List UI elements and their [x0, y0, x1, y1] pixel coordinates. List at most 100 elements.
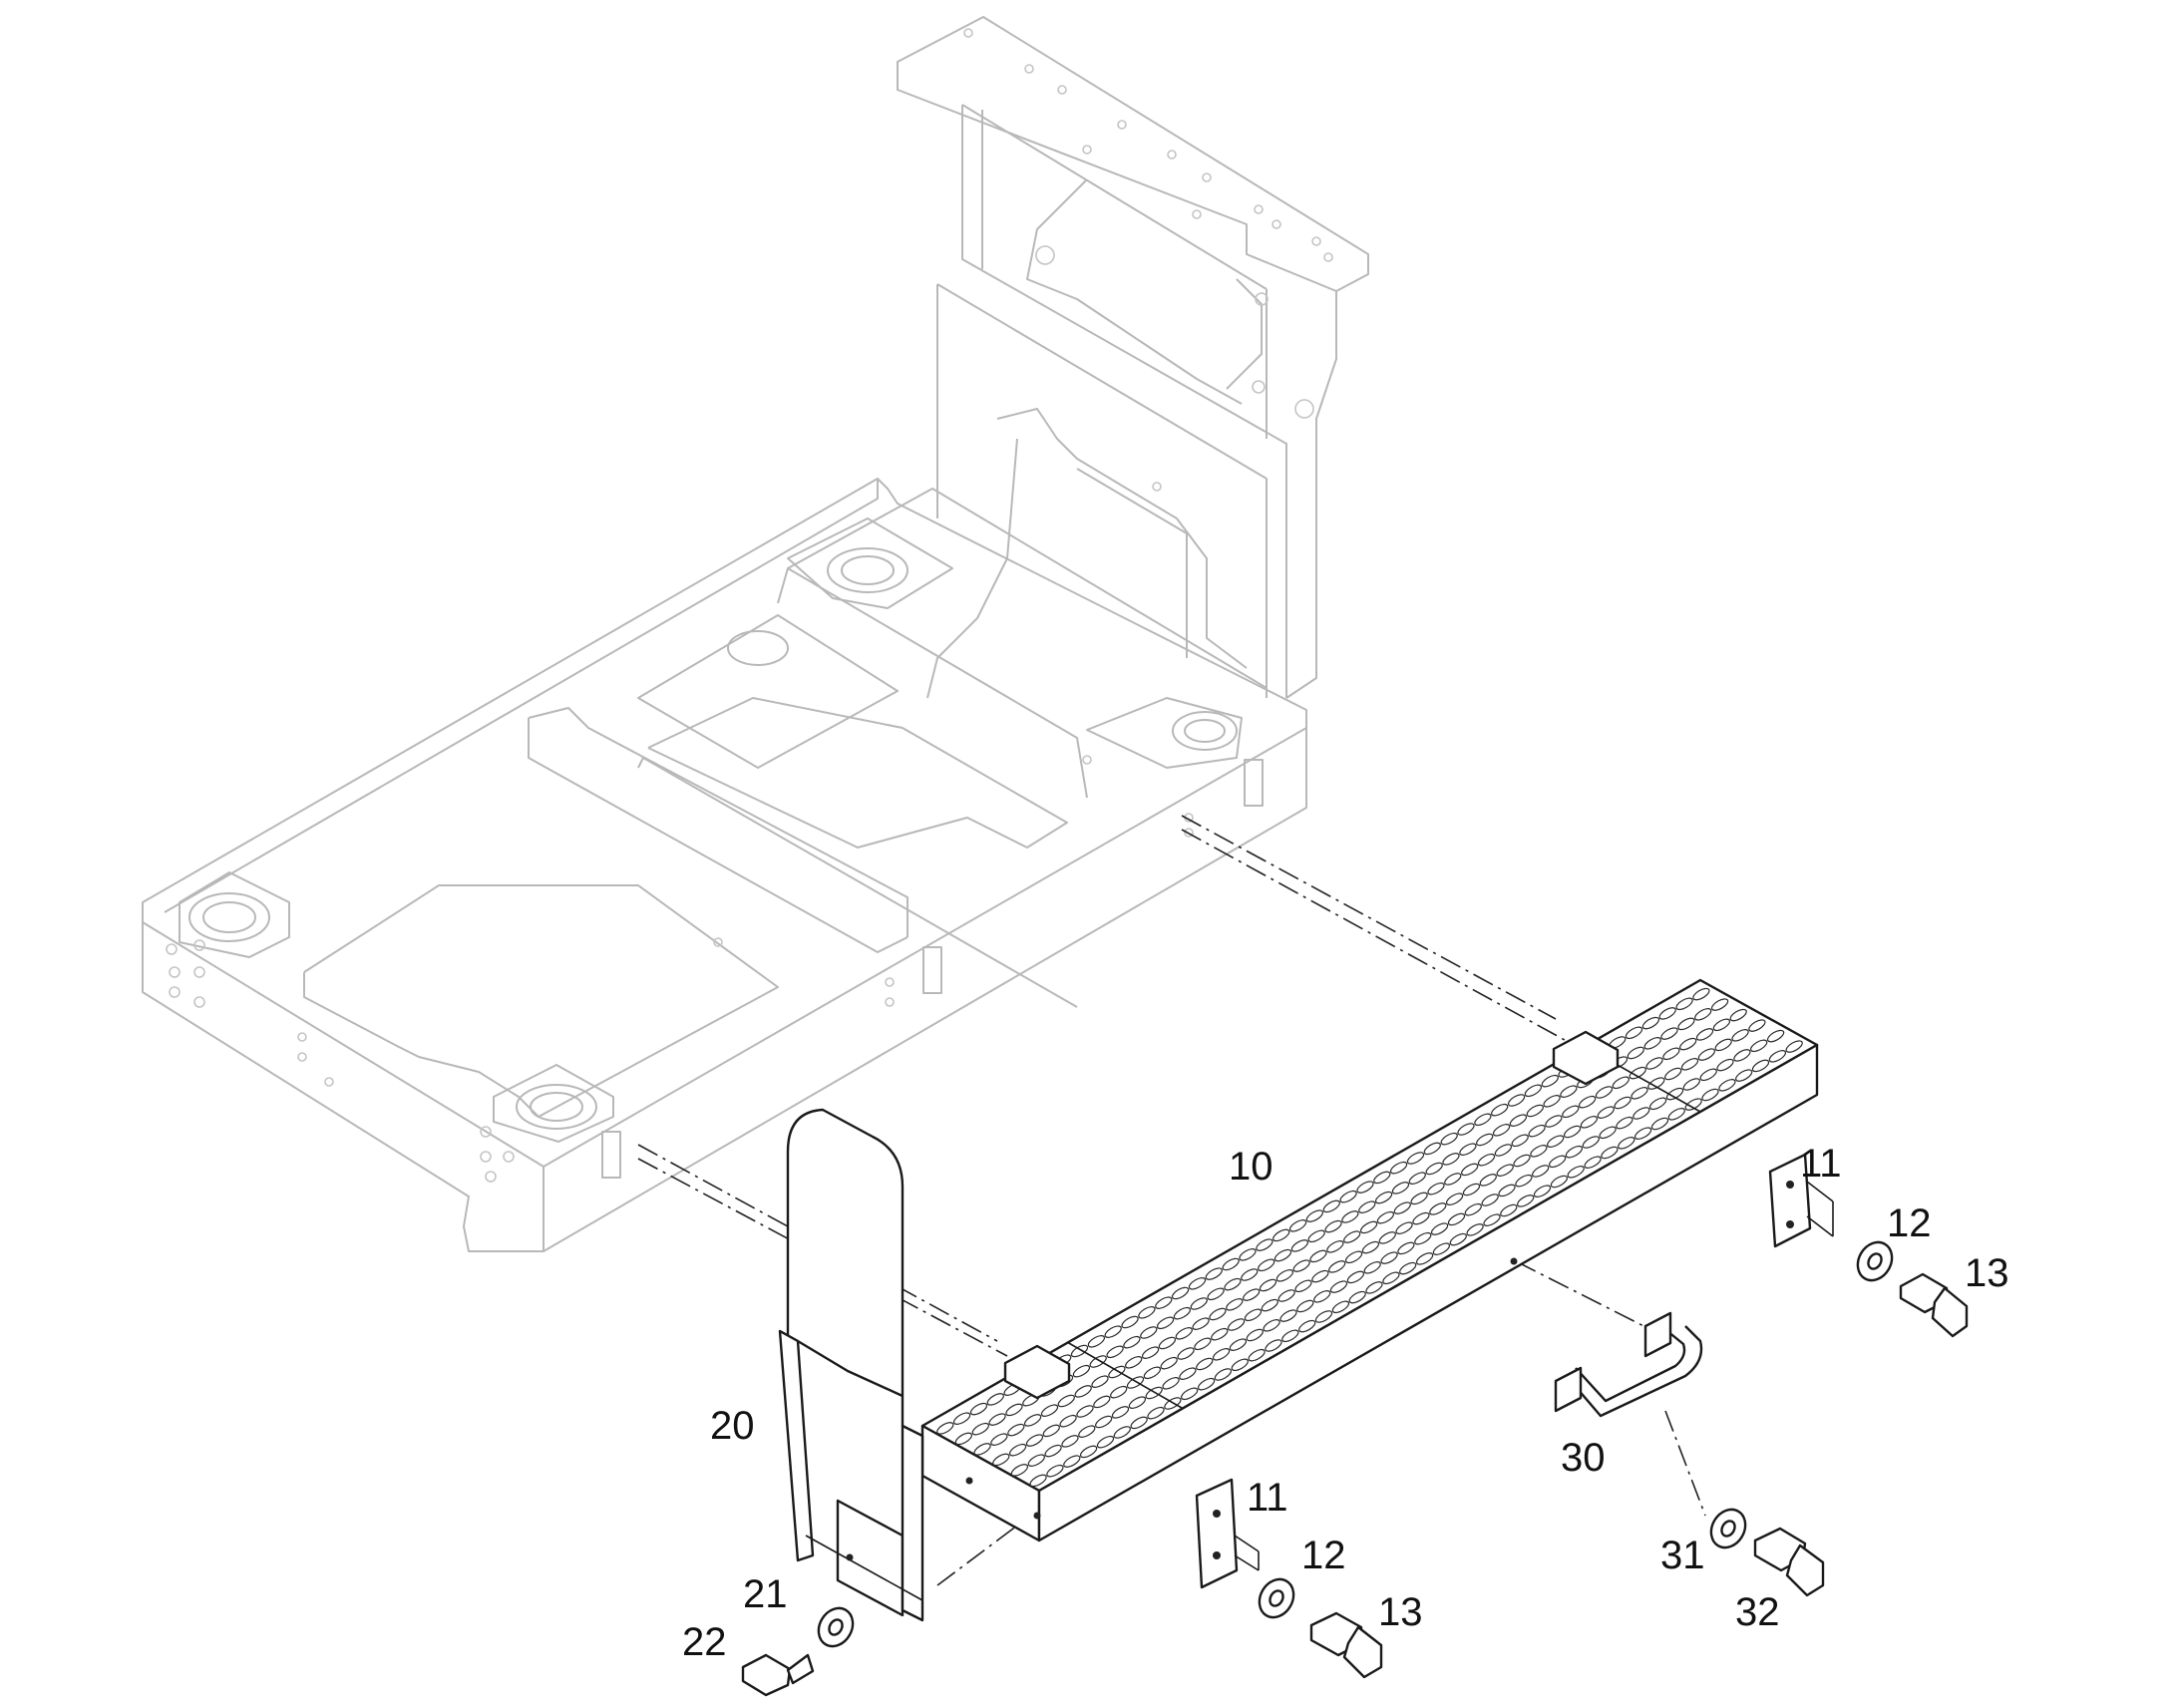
- tread-slot: [1718, 1079, 1736, 1092]
- callout-13-right: 13: [1965, 1251, 2009, 1295]
- tread-slot: [1716, 1058, 1734, 1072]
- tread-slot: [1263, 1319, 1280, 1332]
- tread-slot: [1309, 1249, 1327, 1263]
- tread-slot: [1648, 1097, 1667, 1111]
- tread-slot: [1701, 1088, 1719, 1102]
- tread-slot: [1244, 1308, 1263, 1322]
- tread-slot: [1430, 1222, 1449, 1235]
- tread-slot: [1224, 1277, 1242, 1291]
- tread-slot: [1380, 1251, 1398, 1264]
- tread-slot: [1410, 1192, 1428, 1205]
- tread-slot: [1074, 1385, 1092, 1398]
- tread-slot: [1188, 1277, 1207, 1290]
- tread-slot: [1181, 1387, 1199, 1401]
- tread-slot: [1096, 1435, 1115, 1449]
- tread-slot: [1155, 1296, 1173, 1309]
- tread-slot: [1614, 1096, 1632, 1110]
- tread-slot: [1111, 1406, 1130, 1419]
- tread-slot: [1365, 1281, 1383, 1294]
- tread-slot: [1466, 1223, 1484, 1236]
- mounting-bracket-right: [1768, 1153, 1834, 1248]
- tread-slot: [1063, 1455, 1081, 1468]
- tread-slot: [1059, 1414, 1077, 1428]
- tread-slot: [1462, 1183, 1481, 1196]
- tread-slot: [1246, 1328, 1264, 1342]
- tread-slot: [1492, 1124, 1511, 1137]
- tread-slot: [1658, 1007, 1676, 1020]
- tread-slot: [1072, 1364, 1091, 1378]
- tread-slot: [1562, 1105, 1580, 1119]
- tread-slot: [1599, 1126, 1617, 1140]
- tread-slot: [1427, 1182, 1445, 1196]
- tread-slot: [1104, 1325, 1122, 1338]
- tread-slot: [1641, 1016, 1660, 1030]
- tread-slot: [1171, 1286, 1190, 1300]
- callout-30: 30: [1561, 1436, 1606, 1480]
- tread-slot: [1373, 1171, 1391, 1185]
- tread-slot: [1313, 1290, 1331, 1303]
- tread-slot: [1339, 1190, 1357, 1203]
- tread-slot: [1130, 1416, 1148, 1430]
- washer-center: [1258, 1577, 1295, 1619]
- tread-slot: [1322, 1199, 1340, 1213]
- tread-slot: [1222, 1257, 1240, 1271]
- tread-slot: [1750, 1039, 1768, 1053]
- callout-12-center: 12: [1301, 1534, 1346, 1577]
- tread-slot: [1618, 1137, 1635, 1150]
- tread-slot: [1290, 1239, 1309, 1252]
- tread-slot: [1005, 1403, 1023, 1417]
- tread-slot: [1751, 1059, 1770, 1073]
- tread-slot: [1444, 1173, 1462, 1186]
- tread-slot: [1226, 1298, 1244, 1311]
- tread-slot: [1292, 1259, 1310, 1272]
- tread-slot: [1714, 1038, 1732, 1052]
- tread-slot: [1108, 1365, 1126, 1379]
- bolt-center: [1309, 1611, 1383, 1679]
- tread-slot: [1196, 1357, 1214, 1371]
- tread-slot: [1376, 1210, 1395, 1224]
- tread-slot: [1125, 1356, 1143, 1369]
- tread-slot: [1459, 1143, 1477, 1156]
- tread-slot: [1415, 1252, 1434, 1265]
- tread-slot: [1748, 1019, 1766, 1032]
- tread-slot: [1156, 1316, 1175, 1330]
- callout-11-right: 11: [1800, 1142, 1842, 1186]
- tread-slot: [1647, 1077, 1665, 1090]
- tread-slot: [1429, 1202, 1447, 1215]
- tread-slot: [1087, 1335, 1106, 1348]
- tread-slot: [1675, 997, 1693, 1011]
- tread-slot: [1214, 1368, 1233, 1381]
- tread-slot: [1710, 998, 1729, 1011]
- tread-slot: [1272, 1228, 1290, 1242]
- tread-slot: [1694, 1008, 1712, 1021]
- tread-slot: [1664, 1067, 1682, 1081]
- tread-slot: [1500, 1203, 1518, 1217]
- tread-slot: [1343, 1230, 1361, 1243]
- tread-slot: [1205, 1267, 1223, 1280]
- tread-slot: [1010, 1464, 1029, 1477]
- tread-slot: [1397, 1241, 1415, 1255]
- tread-slot: [1391, 1182, 1410, 1195]
- tread-slot: [1445, 1193, 1464, 1205]
- tread-slot: [1682, 1078, 1700, 1091]
- tread-slot: [1346, 1270, 1365, 1284]
- tread-slot: [1326, 1240, 1344, 1253]
- tread-slot: [1697, 1048, 1716, 1061]
- tread-slot: [1449, 1232, 1467, 1246]
- tread-slot: [1660, 1027, 1678, 1040]
- bolt-handle: [1753, 1527, 1825, 1597]
- tread-slot: [1406, 1152, 1425, 1165]
- tread-slot: [1344, 1250, 1363, 1264]
- tread-slot: [1627, 1046, 1644, 1060]
- tread-slot: [1679, 1037, 1697, 1051]
- tread-slot: [1509, 1114, 1528, 1127]
- tread-slot: [1578, 1095, 1597, 1109]
- tread-slot: [1565, 1145, 1584, 1159]
- tread-slot: [1633, 1107, 1650, 1120]
- tread-slot: [1543, 1095, 1561, 1108]
- tread-slot: [1076, 1405, 1094, 1418]
- tread-slot: [1298, 1319, 1316, 1333]
- tread-slot: [1158, 1336, 1177, 1350]
- tread-slot: [1393, 1201, 1411, 1214]
